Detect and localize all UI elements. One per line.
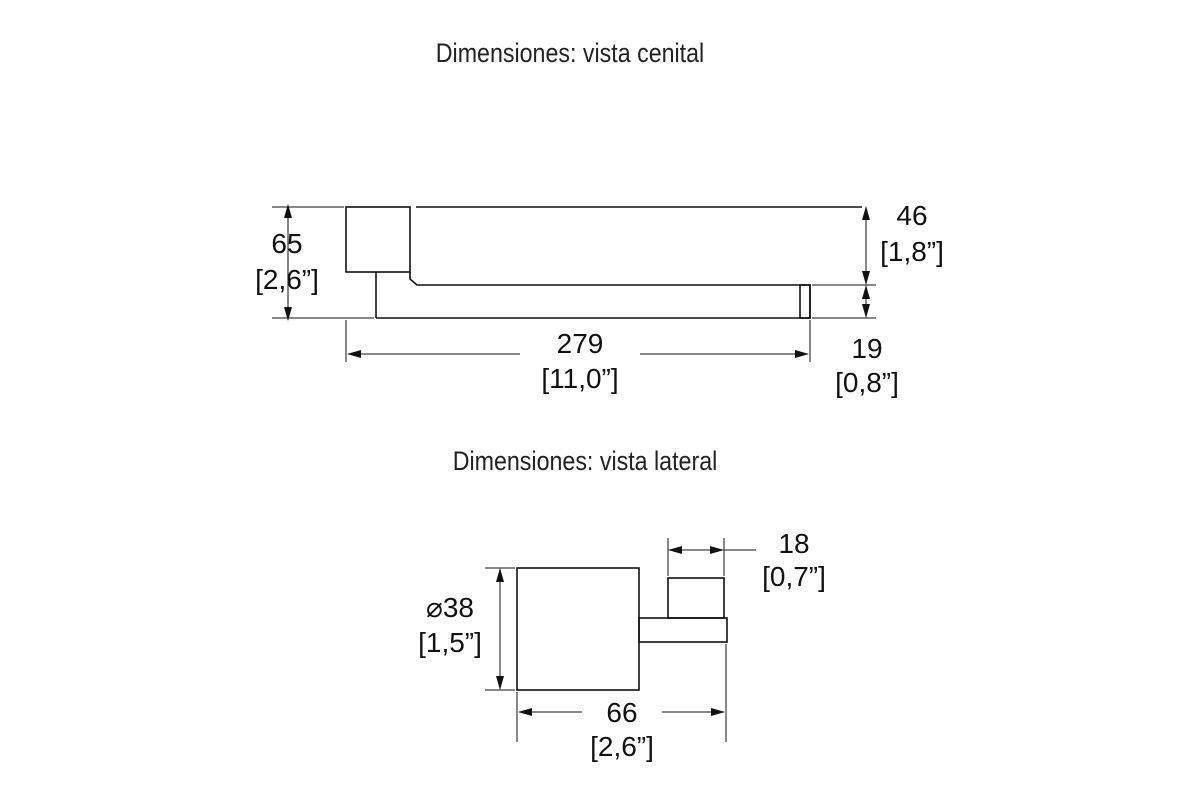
top-view-end-cap — [799, 284, 811, 319]
dim-depth-mm: 46 — [896, 200, 927, 231]
dim-bar-mm: 19 — [851, 333, 882, 364]
side-view-head — [667, 577, 725, 619]
dim-length-in: [11,0”] — [541, 363, 618, 394]
dim-diameter-mm: ⌀38 — [426, 592, 474, 623]
dim-arm-18: 18 [0,7”] — [668, 528, 826, 592]
dim-diameter-in: [1,5”] — [418, 627, 482, 658]
dim-length-279: 279 [11,0”] — [347, 328, 809, 394]
dim-arm-mm: 18 — [778, 528, 809, 559]
dim-height-mm: 65 — [271, 228, 302, 259]
top-view-bar — [376, 272, 811, 319]
dim-arm-in: [0,7”] — [762, 561, 826, 592]
dim-diameter-38: ⌀38 [1,5”] — [418, 568, 504, 690]
side-view-drawing — [516, 567, 728, 691]
dim-bar-in: [0,8”] — [835, 367, 899, 398]
dim-height-65: 65 [2,6”] — [255, 204, 319, 321]
side-view-body — [516, 567, 640, 691]
side-view-title: Dimensiones: vista lateral — [452, 446, 718, 476]
dim-bar-19: 19 [0,8”] — [835, 285, 899, 398]
top-view-mount-block — [345, 206, 411, 273]
dim-diameter-value: 38 — [443, 592, 474, 623]
dim-depth-in: [1,8”] — [880, 236, 944, 267]
dim-width-66: 66 [2,6”] — [518, 697, 725, 762]
top-view-drawing — [345, 206, 862, 319]
dim-height-in: [2,6”] — [255, 264, 319, 295]
dim-length-mm: 279 — [557, 328, 604, 359]
side-view-arm — [638, 617, 728, 643]
dim-width-in: [2,6”] — [590, 731, 654, 762]
top-view-title: Dimensiones: vista cenital — [435, 38, 705, 68]
dim-width-mm: 66 — [606, 697, 637, 728]
dim-depth-46: 46 [1,8”] — [862, 200, 944, 285]
diameter-icon: ⌀ — [426, 592, 443, 623]
